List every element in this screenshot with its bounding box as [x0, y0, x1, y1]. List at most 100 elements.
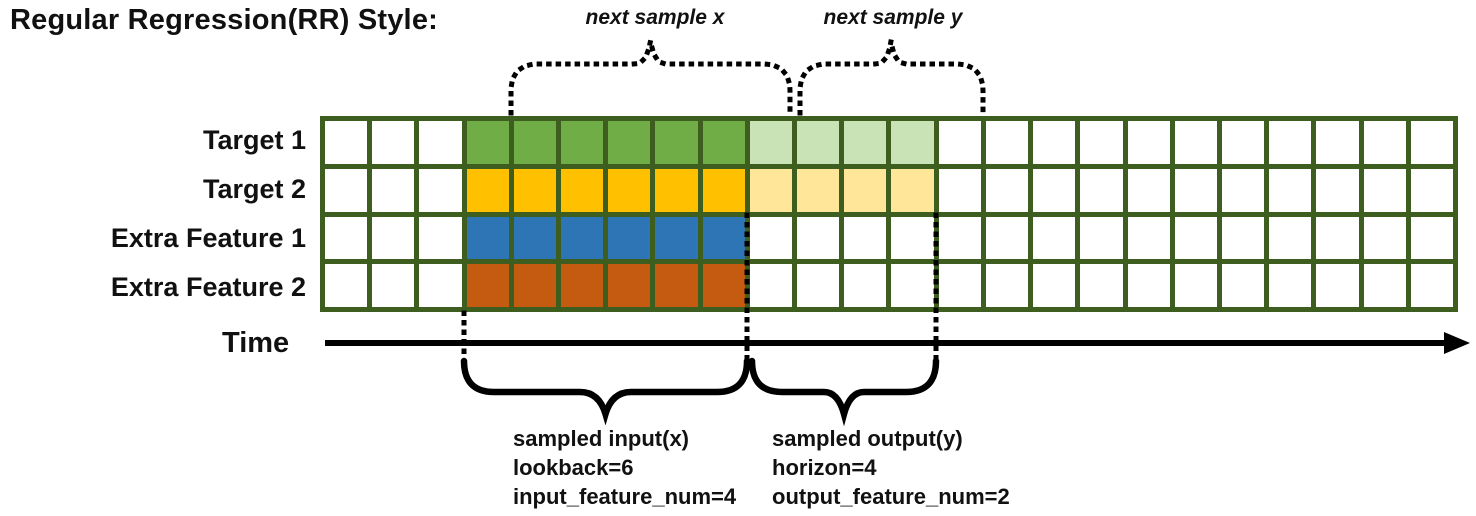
- row-label: Target 1: [202, 125, 306, 155]
- grid-cell-white: [1363, 264, 1406, 307]
- grid-cell-white: [1080, 216, 1123, 260]
- grid-cell-white: [1316, 264, 1359, 307]
- grid-cell-white: [1127, 264, 1170, 307]
- grid-cell-orange: [513, 264, 557, 307]
- grid-cell-white: [1033, 168, 1076, 212]
- grid-cell-white: [1316, 168, 1359, 212]
- grid-cell-white: [938, 121, 981, 164]
- grid-cell-white: [1033, 264, 1076, 307]
- grid-cell-orange: [561, 264, 604, 307]
- next-sample-y-brace: [797, 40, 986, 116]
- next-sample-y-label: next sample y: [823, 6, 963, 29]
- grid-cell-white: [1410, 216, 1453, 260]
- grid-cell-white: [419, 168, 462, 212]
- time-axis-arrowhead: [1444, 332, 1470, 354]
- grid-cell-white: [1221, 168, 1265, 212]
- grid-cell-white: [419, 216, 462, 260]
- row-label: Target 2: [202, 174, 306, 204]
- grid-cell-green: [466, 121, 509, 164]
- grid-cell-lightGreen: [891, 121, 934, 164]
- grid-cell-white: [1080, 121, 1123, 164]
- row-label: Extra Feature 1: [110, 223, 306, 253]
- grid-cell-white: [372, 216, 415, 260]
- grid-cell-white: [1127, 121, 1170, 164]
- grid-cell-lightGreen: [844, 121, 887, 164]
- grid-cell-white: [1363, 168, 1406, 212]
- next-sample-x-label: next sample x: [585, 6, 725, 29]
- output-feature-num-value: output_feature_num=2: [772, 484, 1010, 509]
- grid-cell-blue: [513, 216, 557, 260]
- grid-cell-white: [325, 264, 368, 307]
- grid-cell-white: [1174, 121, 1217, 164]
- sampled-input-note: sampled input(x) lookback=6 input_featur…: [513, 424, 736, 511]
- grid-cell-white: [372, 121, 415, 164]
- grid-cell-white: [1127, 168, 1170, 212]
- grid-cell-white: [1080, 264, 1123, 307]
- grid-cell-white: [1410, 121, 1453, 164]
- grid-cell-white: [1269, 216, 1312, 260]
- grid-cell-green: [655, 121, 698, 164]
- grid-cell-white: [1410, 168, 1453, 212]
- grid-cell-white: [797, 264, 840, 307]
- grid-cell-white: [1363, 121, 1406, 164]
- grid-cell-white: [1080, 168, 1123, 212]
- sampled-output-brace: [748, 357, 940, 427]
- grid-cell-white: [372, 264, 415, 307]
- grid-cell-white: [749, 264, 793, 307]
- grid-cell-white: [1221, 264, 1265, 307]
- grid-cell-gold: [702, 168, 745, 212]
- grid-cell-white: [325, 168, 368, 212]
- grid-cell-white: [844, 216, 887, 260]
- grid-cell-white: [985, 121, 1029, 164]
- grid-cell-gold: [608, 168, 651, 212]
- grid-cell-white: [1269, 264, 1312, 307]
- sampled-input-brace: [460, 357, 751, 426]
- grid-cell-gold: [655, 168, 698, 212]
- grid-cell-green: [561, 121, 604, 164]
- grid-cell-orange: [608, 264, 651, 307]
- grid-cell-white: [985, 264, 1029, 307]
- grid-cell-green: [608, 121, 651, 164]
- grid-cell-gold: [561, 168, 604, 212]
- grid-cell-white: [938, 216, 981, 260]
- grid-cell-white: [1269, 121, 1312, 164]
- grid-cell-blue: [655, 216, 698, 260]
- input-feature-num-value: input_feature_num=4: [513, 484, 737, 509]
- grid-cell-white: [891, 264, 934, 307]
- timeseries-grid: [320, 116, 1458, 312]
- grid-cell-white: [1174, 264, 1217, 307]
- grid-cell-white: [1127, 216, 1170, 260]
- grid-cell-lightGold: [844, 168, 887, 212]
- row-label: Extra Feature 2: [110, 272, 306, 302]
- grid-cell-white: [1174, 168, 1217, 212]
- grid-cell-green: [513, 121, 557, 164]
- grid-cell-gold: [513, 168, 557, 212]
- grid-cell-green: [702, 121, 745, 164]
- time-axis-label: Time: [222, 327, 290, 359]
- grid-cell-white: [1410, 264, 1453, 307]
- grid-cell-orange: [702, 264, 745, 307]
- next-sample-x-brace: [508, 40, 793, 116]
- grid-cell-white: [1221, 216, 1265, 260]
- grid-cell-blue: [608, 216, 651, 260]
- grid-cell-white: [938, 264, 981, 307]
- grid-cell-white: [1363, 216, 1406, 260]
- grid-cell-white: [844, 264, 887, 307]
- row-label-column: Target 1 Target 2 Extra Feature 1 Extra Fea…: [0, 116, 306, 312]
- horizon-value: horizon=4: [772, 455, 877, 480]
- grid-cell-lightGold: [749, 168, 793, 212]
- grid-cell-orange: [655, 264, 698, 307]
- grid-cell-white: [419, 121, 462, 164]
- grid-cell-white: [325, 121, 368, 164]
- grid-cell-lightGold: [797, 168, 840, 212]
- sampled-output-title: sampled output(y): [772, 426, 963, 451]
- grid-cell-white: [1033, 121, 1076, 164]
- lookback-value: lookback=6: [513, 455, 634, 480]
- grid-cell-white: [797, 216, 840, 260]
- grid-cell-white: [372, 168, 415, 212]
- grid-cell-white: [985, 216, 1029, 260]
- grid-cell-white: [1269, 168, 1312, 212]
- grid-cell-white: [1316, 121, 1359, 164]
- grid-cell-white: [325, 216, 368, 260]
- grid-cell-white: [749, 216, 793, 260]
